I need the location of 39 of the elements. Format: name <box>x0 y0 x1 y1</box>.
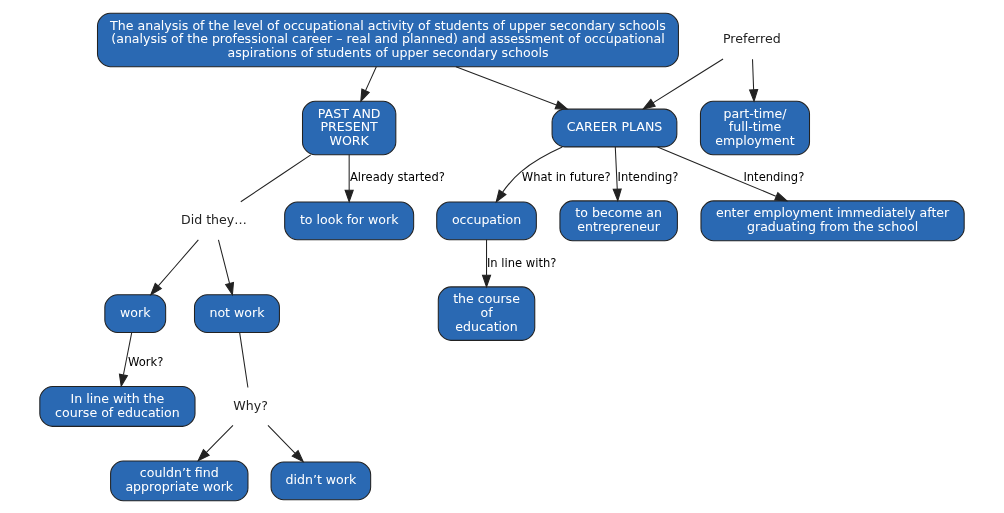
node-box: part-time/ full-time employment <box>699 100 811 155</box>
edge-label: Work? <box>128 354 164 369</box>
connector <box>240 153 312 202</box>
arrow <box>612 145 622 202</box>
arrow <box>641 58 724 110</box>
node-box: occupation <box>436 200 537 240</box>
arrow <box>217 238 235 296</box>
node-box: didn’t work <box>270 461 372 500</box>
edge-label: Intending? <box>617 169 679 184</box>
node-box: not work <box>193 293 280 333</box>
node-box: to become an entrepreneur <box>559 199 678 241</box>
node-box: the course of education <box>437 285 536 341</box>
edge-label: In line with? <box>486 255 557 270</box>
node-text: Did they… <box>180 211 247 227</box>
arrow <box>481 238 492 288</box>
node-box: to look for work <box>284 200 415 240</box>
arrow <box>118 331 133 388</box>
arrow <box>360 65 377 103</box>
node-box: enter employment immediately after graduating from the school <box>700 199 965 241</box>
edge-label: Intending? <box>743 169 805 184</box>
arrow <box>344 153 354 203</box>
node-box: In line with the course of education <box>39 385 196 427</box>
node-text: Why? <box>233 397 268 413</box>
arrow <box>495 146 563 203</box>
arrow <box>197 424 234 462</box>
arrow <box>267 424 305 463</box>
arrow <box>149 238 199 296</box>
edge-label: Already started? <box>349 169 445 184</box>
edge-label: What in future? <box>521 169 611 184</box>
node-box: couldn’t find appropriate work <box>110 459 249 501</box>
node-box: The analysis of the level of occupational activity of students of upper secondary schools (analysis of the professional career – real and planned) and assessment of occupational aspirations of students of upper secondary schools <box>96 12 679 67</box>
node-text: Preferred <box>722 30 781 46</box>
node-box: CAREER PLANS <box>551 108 678 147</box>
arrow <box>748 58 759 103</box>
arrow <box>657 145 789 201</box>
arrow <box>455 65 569 110</box>
node-box: PAST AND PRESENT WORK <box>301 100 397 155</box>
connector <box>239 331 249 388</box>
node-box: work <box>104 293 167 333</box>
